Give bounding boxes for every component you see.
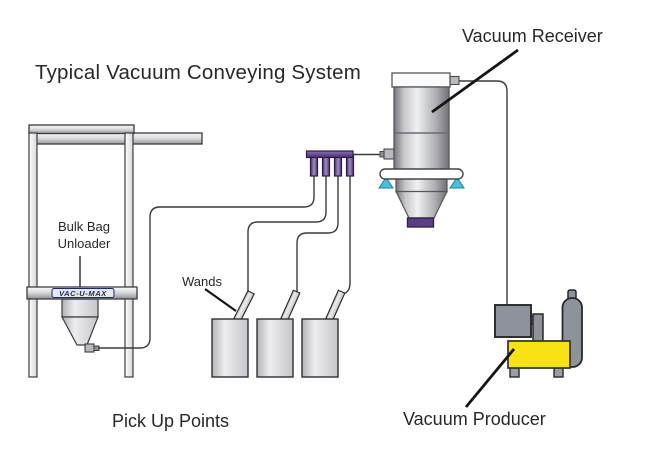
tube-manifold-to-wand-2 xyxy=(296,176,339,294)
producer-foot-left xyxy=(509,367,520,378)
bulk-bag-unloader: VAC-U-MAX xyxy=(26,124,203,378)
manifold-prong-1 xyxy=(309,155,319,177)
producer-leader-line xyxy=(464,348,516,408)
tube-hopper-to-manifold xyxy=(98,176,315,349)
hopper-outlet-fitting xyxy=(84,343,95,353)
pickup-drum-3 xyxy=(301,318,339,378)
annotation-leaders xyxy=(79,48,519,408)
producer-motor xyxy=(494,304,532,338)
frame-arm-bar xyxy=(35,132,203,145)
pick-up-points-label: Pick Up Points xyxy=(112,411,229,431)
pick-up-points xyxy=(211,289,346,378)
brand-plate-inner-box xyxy=(51,288,115,298)
wand-1 xyxy=(232,289,255,324)
vacuum-line-receiver-to-producer xyxy=(459,80,508,305)
receiver-vacuum-port xyxy=(449,75,460,86)
receiver-inlet-fitting xyxy=(383,148,395,160)
conveying-tubes xyxy=(98,80,508,349)
producer-base xyxy=(507,340,571,369)
tube-manifold-to-wand-1 xyxy=(247,176,327,294)
wands-label: Wands xyxy=(182,274,222,289)
wands-leader-line xyxy=(204,288,237,312)
frame-right-leg xyxy=(124,132,134,378)
producer-foot-right xyxy=(553,367,564,378)
brand-label: VAC-U-MAX xyxy=(59,289,107,298)
bulk-bag-label-line2: Unloader xyxy=(58,236,111,251)
wand-3 xyxy=(324,289,346,324)
manifold-header-bar xyxy=(305,150,354,159)
vacuum-producer xyxy=(494,289,583,378)
receiver-cone xyxy=(395,190,448,219)
pickup-drum-1 xyxy=(211,318,249,378)
tube-manifold-to-wand-3 xyxy=(342,176,351,295)
producer-elbow-pipe xyxy=(532,313,544,343)
receiver-body xyxy=(393,86,450,171)
frame-left-leg xyxy=(28,132,38,378)
frame-top-plate xyxy=(28,124,135,135)
diagram-title: Typical Vacuum Conveying System xyxy=(35,61,361,84)
hopper-cylinder xyxy=(61,298,99,318)
receiver-lower-cylinder xyxy=(395,177,448,193)
pickup-drum-2 xyxy=(256,318,294,378)
receiver-lid xyxy=(391,72,451,88)
vacuum-receiver xyxy=(378,72,465,228)
vacuum-producer-label: Vacuum Producer xyxy=(403,409,546,429)
receiver-leader-line xyxy=(431,48,519,114)
manifold-prong-3 xyxy=(333,155,343,177)
wand-2 xyxy=(279,289,301,324)
receiver-discharge-outlet xyxy=(406,217,435,228)
vacuum-receiver-label: Vacuum Receiver xyxy=(462,26,603,46)
pickup-manifold xyxy=(305,150,355,177)
manifold-prong-4 xyxy=(345,155,355,177)
flange-support-triangle-right xyxy=(449,176,465,189)
hopper-cone xyxy=(60,316,99,346)
flange-support-triangle-left xyxy=(378,176,394,189)
manifold-prong-2 xyxy=(321,155,331,177)
bulk-bag-label-line1: Bulk Bag xyxy=(58,219,110,234)
receiver-flange-ring xyxy=(379,168,464,180)
